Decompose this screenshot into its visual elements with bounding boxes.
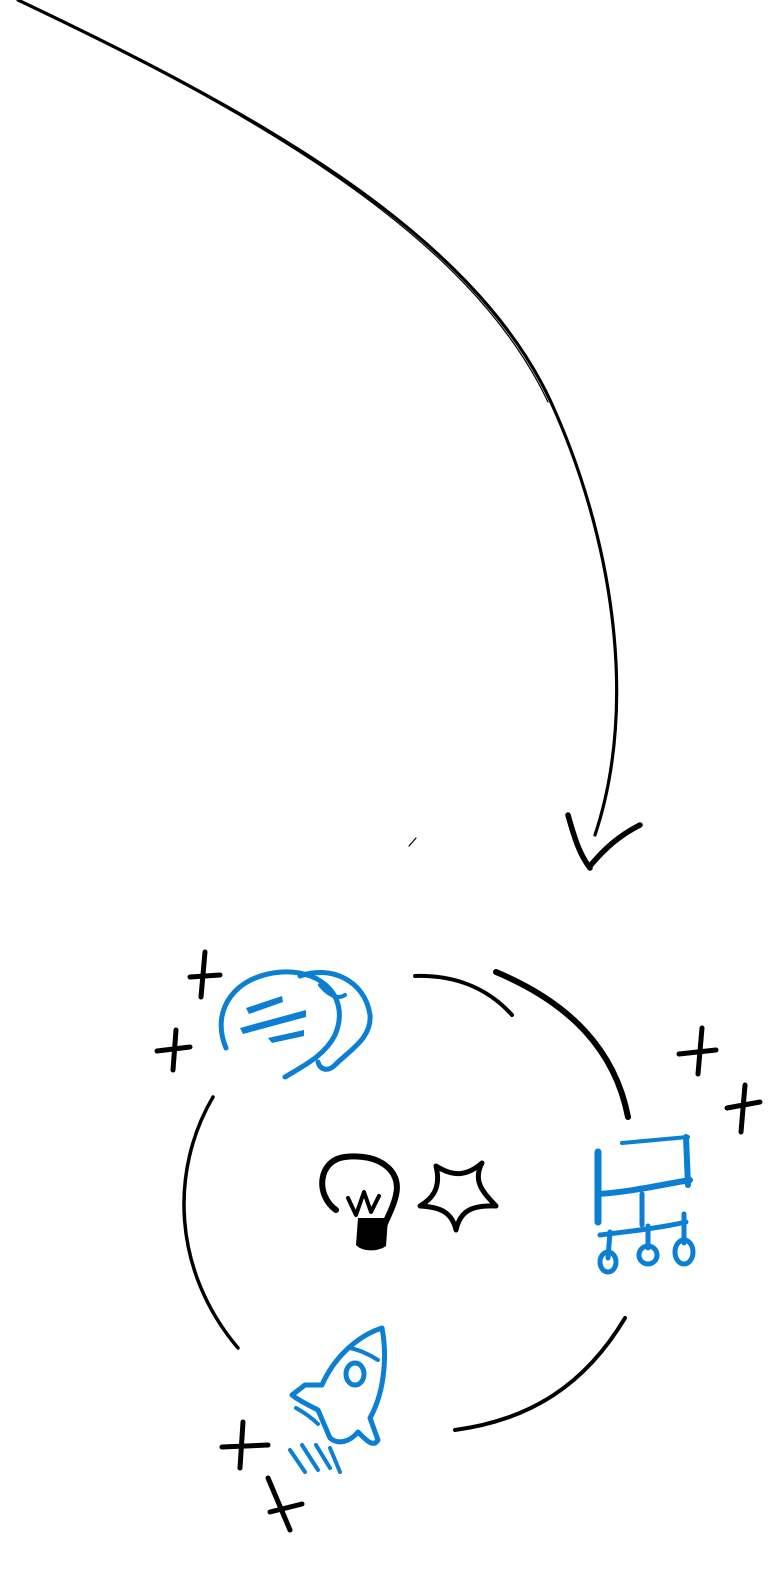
sparkle-cross-icon [724, 1082, 763, 1135]
lightbulb-icon [319, 1153, 400, 1251]
sparkle-cross-icon [676, 1025, 719, 1077]
sparkle-cross-icon [187, 949, 223, 1000]
cycle-arcs [182, 969, 631, 1432]
sparkle-cross-icons [154, 949, 763, 1533]
org-chart-icon [594, 1134, 696, 1275]
cycle-arc-bottom-right [453, 1316, 627, 1432]
cycle-arc-top-inner [413, 973, 514, 1017]
sparkle-cross-icon [219, 1419, 271, 1471]
sparkle-cross-icon [265, 1475, 305, 1533]
cycle-arc-left [182, 1095, 240, 1350]
sparkle-star-icon [417, 1160, 499, 1233]
curved-arrow-down-icon [16, 0, 643, 871]
rocket-icon [288, 1325, 388, 1474]
sparkle-cross-icon [154, 1027, 193, 1073]
cycle-arc-top-right [493, 969, 631, 1120]
chat-bubbles-icon [218, 969, 373, 1080]
